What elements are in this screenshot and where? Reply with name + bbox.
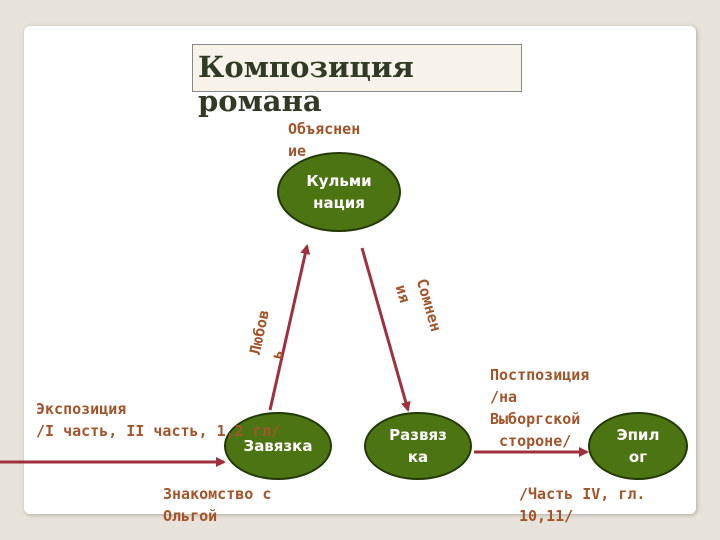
node-plot-start: Завязка — [224, 412, 332, 480]
label-love: Любов ь — [245, 308, 287, 361]
label-part-iv: /Часть IV, гл. 10,11/ — [519, 485, 646, 525]
label-meeting: Знакомство с Ольгой — [163, 485, 272, 525]
label-postposition: Постпозиция /на Выборгской стороне/ — [490, 366, 590, 450]
arrow-love — [268, 244, 311, 411]
slide-card — [24, 26, 696, 514]
label-exposition: Экспозиция /I часть, II часть, 1,2 гл/ — [36, 400, 280, 440]
arrow-doubts — [360, 247, 411, 412]
title-box — [192, 44, 522, 92]
label-explanation: Объяснен ие — [288, 120, 361, 160]
node-epilogue: Эпил ог — [588, 412, 688, 480]
page-title: Композиция романа — [198, 50, 414, 118]
node-culmination: Кульми нация — [277, 152, 401, 232]
node-denouement: Развяз ка — [364, 412, 472, 480]
